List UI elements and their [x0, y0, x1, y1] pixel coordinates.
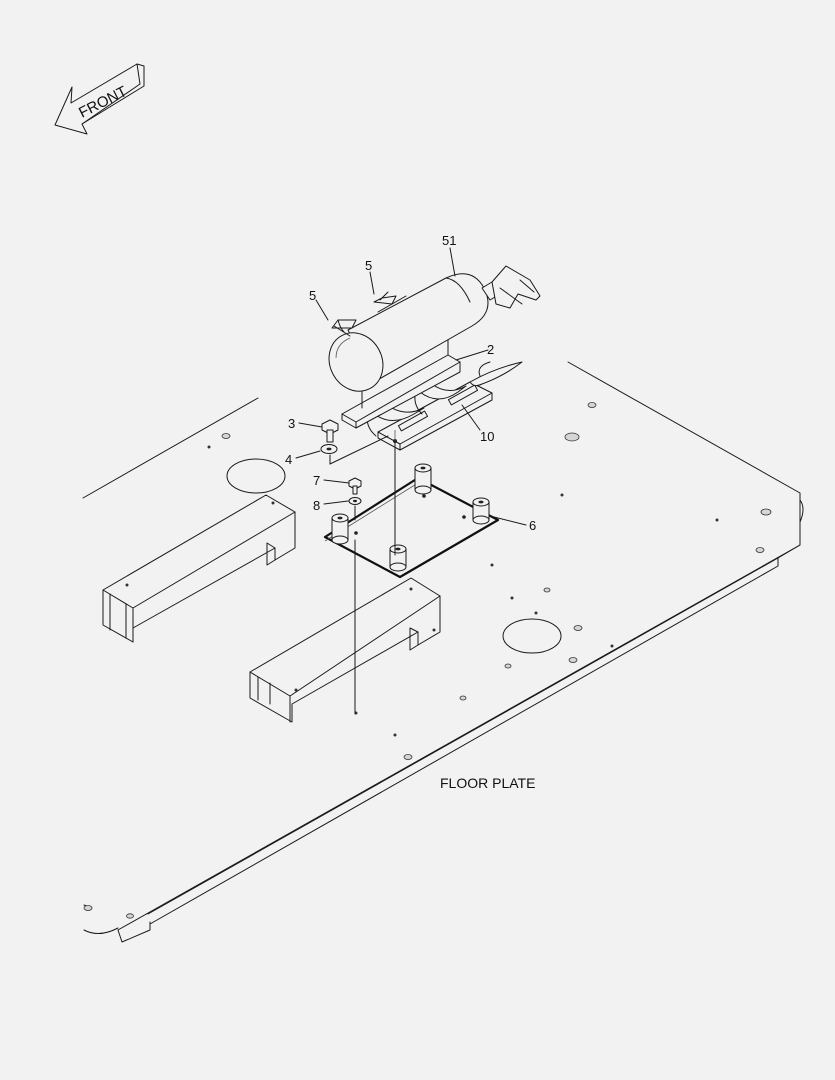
floor-cutout-left: [226, 458, 286, 494]
floor-plate: [82, 361, 804, 943]
standoff-back: [414, 463, 432, 495]
label-sheet-right: [373, 291, 397, 305]
standoff-front: [389, 544, 407, 572]
label-sheet-left: [331, 319, 357, 337]
floor-cutout-right: [502, 618, 562, 654]
bolt-7: [348, 477, 362, 495]
washer-4: [320, 444, 338, 454]
standoff-left: [331, 513, 349, 545]
floor-plate-caption: FLOOR PLATE: [440, 775, 535, 791]
assembly-lines: [329, 435, 396, 715]
washer-8: [348, 497, 362, 505]
callout-8: 8: [313, 498, 320, 513]
bolt-3: [321, 419, 339, 443]
callout-10: 10: [480, 429, 494, 444]
callout-51: 51: [442, 233, 456, 248]
callout-5-left: 5: [309, 288, 316, 303]
mounting-bracket: [377, 361, 523, 451]
standoff-right: [472, 497, 490, 525]
callout-leaders: [295, 247, 527, 526]
channel-bracket-left: [102, 494, 296, 643]
callout-5-right: 5: [365, 258, 372, 273]
callout-6: 6: [529, 518, 536, 533]
callout-2: 2: [487, 342, 494, 357]
fire-extinguisher: [328, 265, 541, 392]
callout-3: 3: [288, 416, 295, 431]
base-plate: [323, 463, 500, 579]
callout-7: 7: [313, 473, 320, 488]
front-direction-arrow: FRONT: [54, 63, 145, 135]
callout-4: 4: [285, 452, 292, 467]
extinguisher-bottom: [328, 332, 384, 392]
channel-bracket-right: [249, 577, 441, 723]
